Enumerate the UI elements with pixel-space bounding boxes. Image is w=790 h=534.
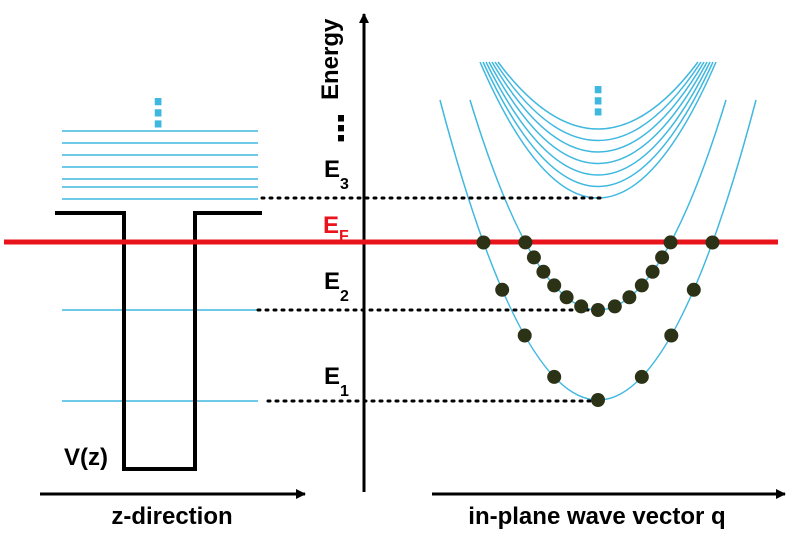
potential-well [55, 211, 262, 471]
electron-dot [574, 299, 589, 314]
electron-dot [517, 328, 532, 343]
upper-subband-parabola [491, 61, 705, 153]
electron-dot [622, 290, 637, 305]
electron-dot [547, 278, 562, 293]
energy-ellipsis: ⋮ [324, 109, 358, 149]
electron-dot [547, 369, 562, 384]
z-axis-label: z-direction [111, 503, 232, 530]
electron-dot [645, 264, 660, 279]
subband-e2-parabola [469, 99, 727, 311]
electron-dots [476, 235, 720, 407]
electron-dot [559, 290, 574, 305]
upper-subband-parabola [497, 61, 699, 130]
electron-dot [526, 250, 541, 265]
electron-dot [536, 264, 551, 279]
electron-dot [705, 235, 720, 250]
subband-e1-parabola [439, 99, 757, 401]
level-label-e2: E2 [324, 268, 349, 305]
electron-dot [495, 282, 510, 297]
electron-dot [591, 303, 605, 317]
left-continuum-levels [62, 130, 258, 200]
upper-subband-parabola [494, 61, 702, 142]
electron-dot [518, 235, 533, 250]
electron-dot [664, 328, 679, 343]
upper-subband-parabola [482, 61, 714, 188]
electron-dot [591, 393, 605, 407]
q-axis-label: in-plane wave vector q [468, 503, 725, 530]
electron-dot [634, 278, 649, 293]
level-label-e3: E3 [324, 156, 349, 193]
right-ellipsis: ⋮ [579, 79, 617, 123]
electron-dot [655, 250, 670, 265]
electron-dot [634, 369, 649, 384]
upper-subband-parabola [485, 61, 711, 176]
electron-dot [663, 235, 678, 250]
fermi-level-label: EF [323, 212, 349, 245]
electron-dot [686, 282, 701, 297]
left-ellipsis: ⋮ [139, 91, 177, 135]
potential-label: V(z) [64, 444, 108, 471]
energy-axis-label: Energy [317, 18, 344, 100]
electron-dot [607, 299, 622, 314]
electron-dot [476, 235, 491, 250]
upper-subband-parabola [488, 61, 708, 165]
level-label-e1: E1 [324, 363, 349, 400]
